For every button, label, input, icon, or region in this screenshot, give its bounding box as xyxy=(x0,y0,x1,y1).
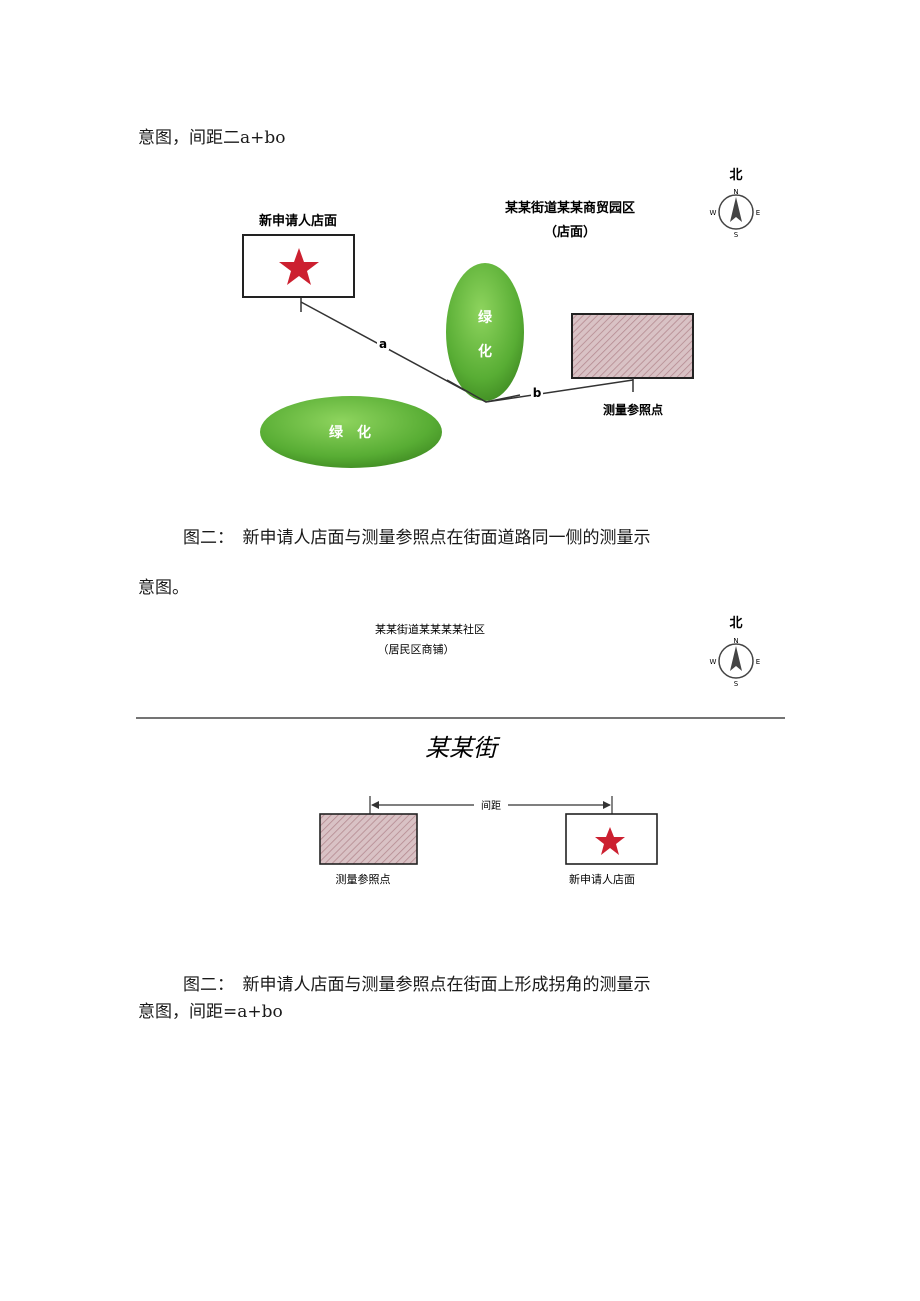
green-label-2: 化 xyxy=(478,343,492,360)
compass-icon: 北 N S W E xyxy=(710,616,761,688)
svg-text:S: S xyxy=(734,231,739,239)
green-area-horizontal xyxy=(260,396,442,468)
svg-text:北: 北 xyxy=(729,168,742,183)
svg-text:E: E xyxy=(756,658,760,666)
svg-text:S: S xyxy=(734,680,739,688)
green-label-1: 绿 xyxy=(478,309,493,326)
district-line2: （店面） xyxy=(544,224,596,240)
caption2-line2: 意图，间距=a+bo xyxy=(138,1002,283,1022)
svg-text:N: N xyxy=(733,637,738,645)
reference-label: 测量参照点 xyxy=(336,872,391,886)
district-line1: 某某街道某某商贸园区 xyxy=(504,200,635,216)
svg-text:E: E xyxy=(756,209,760,217)
star-icon xyxy=(595,827,625,855)
caption1-line2: 意图。 xyxy=(138,578,189,598)
green-oval-label: 绿 化 xyxy=(329,424,371,441)
district2-line2: （居民区商铺） xyxy=(378,642,455,656)
svg-text:W: W xyxy=(710,658,717,666)
store-label: 新申请人店面 xyxy=(259,213,337,229)
svg-text:W: W xyxy=(710,209,717,217)
compass-icon: 北 N S W E xyxy=(710,168,761,239)
store-label: 新申请人店面 xyxy=(569,872,635,886)
reference-box xyxy=(319,813,418,865)
paragraph-line-top: 意图，间距二a+bo xyxy=(138,128,286,148)
segment-b-label: b xyxy=(533,386,542,400)
reference-box xyxy=(571,313,694,379)
green-area-vertical xyxy=(446,263,524,401)
caption1-line1: 图二： 新申请人店面与测量参照点在街面道路同一侧的测量示 xyxy=(183,528,651,548)
district2-line1: 某某街道某某某某社区 xyxy=(375,622,485,636)
reference-label: 测量参照点 xyxy=(603,402,663,417)
distance-label: 间距 xyxy=(481,799,501,812)
caption2-line1: 图二： 新申请人店面与测量参照点在街面上形成拐角的测量示 xyxy=(183,975,651,995)
svg-text:N: N xyxy=(733,188,738,196)
segment-a-label: a xyxy=(379,337,387,351)
svg-text:北: 北 xyxy=(729,616,742,631)
star-icon xyxy=(279,248,319,285)
street-name: 某某街 xyxy=(425,734,501,762)
